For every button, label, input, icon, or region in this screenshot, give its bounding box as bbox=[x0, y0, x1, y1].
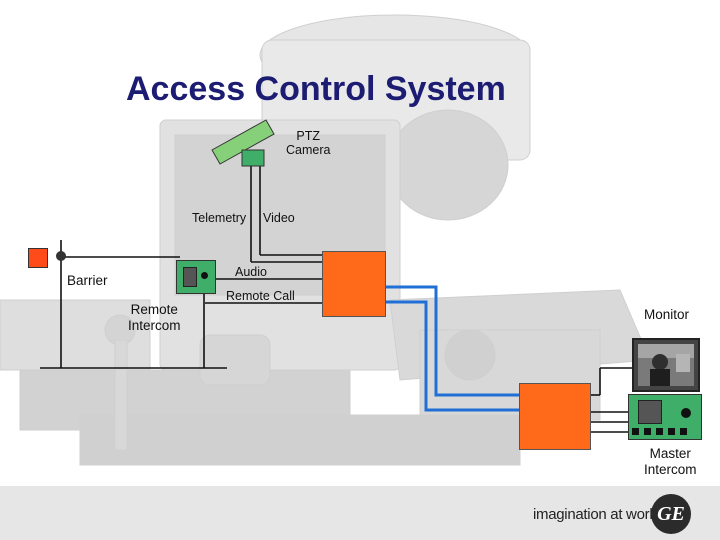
footer-tagline: imagination at work bbox=[533, 506, 657, 523]
remote-intercom-label-line1: Remote bbox=[130, 302, 178, 317]
ptz-camera-icon bbox=[211, 119, 275, 167]
audio-label: Audio bbox=[235, 265, 267, 279]
remote-intercom-screen bbox=[183, 267, 197, 287]
barrier-label: Barrier bbox=[67, 273, 108, 288]
footer-bar bbox=[0, 486, 720, 540]
master-intercom-keypad bbox=[632, 428, 698, 436]
master-intercom-key bbox=[680, 428, 687, 435]
master-intercom-speaker bbox=[681, 408, 691, 418]
video-label: Video bbox=[263, 211, 295, 225]
remote-call-label: Remote Call bbox=[226, 289, 295, 303]
remote-intercom-icon bbox=[176, 260, 216, 294]
network-link-upper bbox=[384, 285, 519, 397]
ptz-camera-label-line2: Camera bbox=[286, 143, 331, 158]
master-intercom-key bbox=[644, 428, 651, 435]
barrier-light-icon bbox=[28, 248, 48, 268]
ge-logo-icon: GE bbox=[651, 494, 691, 534]
remote-intercom-label-line2: Intercom bbox=[128, 317, 181, 333]
master-intercom-screen bbox=[638, 400, 662, 424]
remote-controller-box bbox=[322, 251, 386, 317]
master-intercom-label-line1: Master bbox=[649, 446, 691, 461]
master-intercom-icon bbox=[628, 394, 702, 440]
master-intercom-key bbox=[668, 428, 675, 435]
master-intercom-label: Master Intercom bbox=[644, 446, 697, 477]
ptz-camera-label: PTZ Camera bbox=[286, 129, 330, 158]
telemetry-label: Telemetry bbox=[192, 211, 247, 225]
master-intercom-key bbox=[656, 428, 663, 435]
monitor-icon bbox=[632, 338, 700, 392]
page-title: Access Control System bbox=[126, 70, 506, 108]
remote-intercom-label: Remote Intercom bbox=[128, 302, 181, 333]
network-link-lower bbox=[384, 300, 519, 412]
remote-intercom-button bbox=[201, 272, 208, 279]
monitor-label: Monitor bbox=[644, 307, 690, 322]
ptz-camera-label-line1: PTZ bbox=[296, 129, 321, 143]
monitor-screen-image bbox=[638, 344, 694, 386]
master-intercom-key bbox=[632, 428, 639, 435]
barrier-pivot bbox=[56, 251, 66, 261]
master-controller-box bbox=[519, 383, 591, 450]
background-equipment-image bbox=[0, 14, 651, 466]
master-intercom-label-line2: Intercom bbox=[644, 461, 697, 477]
